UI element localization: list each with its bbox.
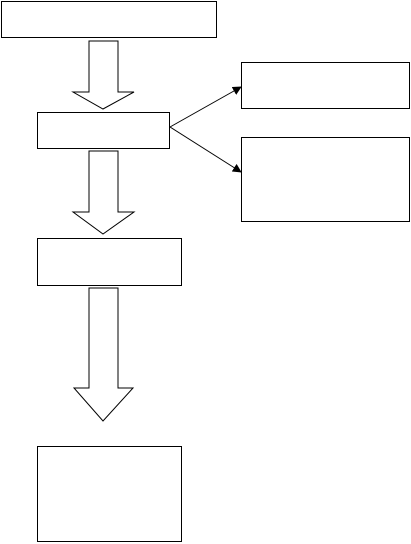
flow-box-middle [37, 112, 170, 149]
flow-box-right-upper [241, 62, 410, 109]
flow-box-top [1, 1, 217, 38]
flow-box-right-lower [241, 137, 410, 222]
line-arrow-to-right-lower [169, 126, 242, 173]
block-arrow-down-3 [72, 287, 135, 422]
block-arrow-down-1 [71, 40, 135, 110]
block-arrow-down-2 [71, 150, 136, 235]
flow-box-bottom [37, 446, 182, 542]
flow-box-third [37, 238, 182, 286]
line-arrow-to-right-upper [169, 86, 242, 128]
